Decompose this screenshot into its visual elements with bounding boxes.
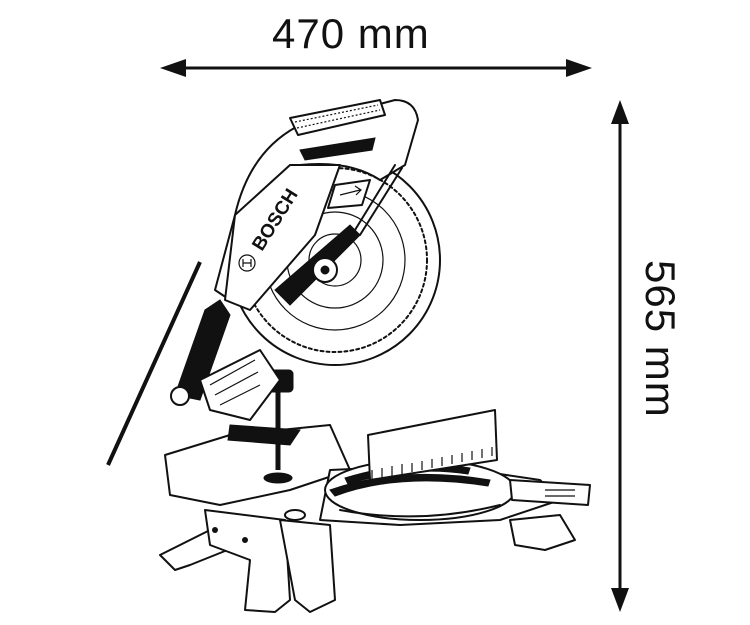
motor-housing: BOSCH (214, 99, 419, 311)
fence (367, 409, 498, 481)
width-dimension-arrow (160, 59, 592, 77)
height-dimension-arrow (611, 100, 629, 612)
power-cord (106, 261, 202, 466)
saw-base (159, 424, 591, 613)
bosch-emblem-icon (238, 254, 256, 272)
saw-arm (170, 299, 281, 421)
width-dimension-label: 470 mm (272, 10, 430, 57)
